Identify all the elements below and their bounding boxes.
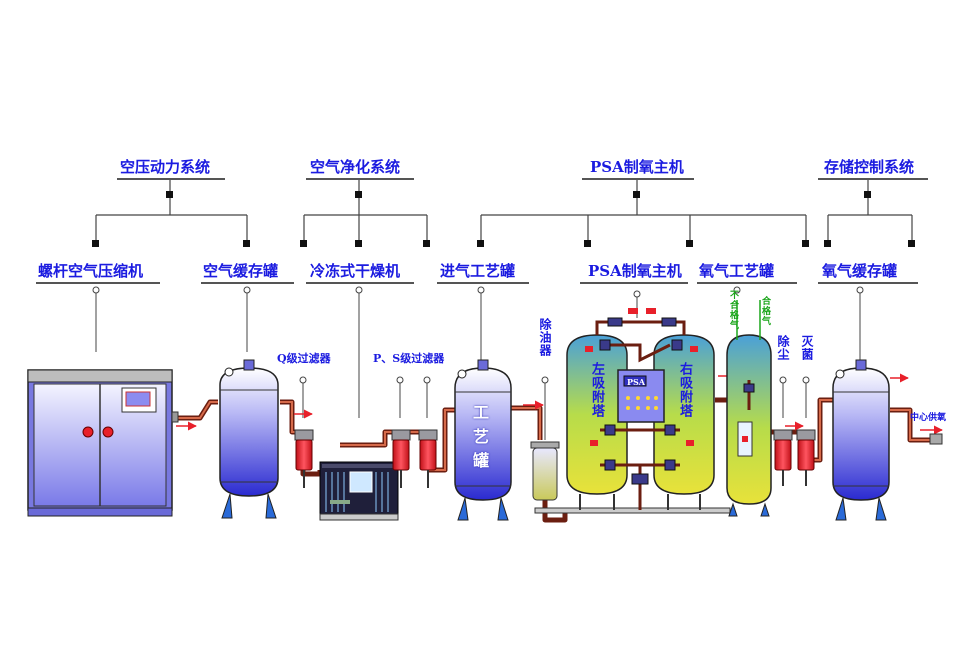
category-storage-control: 存储控制系统 (824, 158, 915, 176)
category-underline (306, 178, 414, 180)
label-oxygen-process-tank: 氧气工艺罐 (699, 262, 775, 280)
label-qualified-gas: 合格气 (760, 296, 770, 326)
air-buffer-tank (219, 359, 279, 519)
category-psa-host: PSA制氧主机 (590, 158, 684, 176)
label-oil-remover: 除油器 (538, 318, 552, 357)
oxygen-buffer-tank (832, 359, 943, 521)
label-screw-compressor: 螺杆空气压缩机 (38, 262, 144, 280)
label-unqualified-gas: 不合格气 (728, 290, 738, 330)
label-refrigerated-dryer: 冷冻式干燥机 (310, 262, 401, 280)
label-psa-host: PSA制氧主机 (588, 262, 682, 280)
q-filter (294, 429, 314, 488)
refrigerated-dryer (319, 461, 399, 521)
label-process-tank: 工艺罐 (470, 404, 489, 476)
equipment-underline (697, 282, 797, 284)
label-inlet-process-tank: 进气工艺罐 (440, 262, 516, 280)
label-left-tower: 左吸附塔 (589, 362, 604, 418)
label-right-tower: 右吸附塔 (677, 362, 692, 418)
category-purification-system: 空气净化系统 (310, 158, 401, 176)
label-ps-filter: P、S级过滤器 (373, 352, 445, 365)
label-sterilize: 灭菌 (800, 335, 814, 361)
label-q-filter: Q级过滤器 (277, 352, 331, 365)
category-underline (818, 178, 928, 180)
pointer-circles (92, 286, 864, 384)
controller-display: PSA (627, 377, 645, 387)
pointer-lines (95, 293, 861, 440)
oil-remover (530, 441, 560, 501)
equipment-underline (818, 282, 918, 284)
category-power-system: 空压动力系统 (120, 158, 211, 176)
label-oxygen-buffer-tank: 氧气缓存罐 (822, 262, 898, 280)
inlet-process-tank (454, 359, 512, 521)
tree-connectors (95, 180, 913, 243)
equipment-underline (201, 282, 294, 284)
tree-nodes (92, 191, 915, 247)
equipment-underline (36, 282, 160, 284)
category-underline (582, 178, 694, 180)
equipment-underline (306, 282, 414, 284)
label-air-buffer-tank: 空气缓存罐 (203, 262, 279, 280)
psa-oxygen-generator (534, 308, 731, 514)
p-s-filters (391, 429, 438, 488)
equipment-underline (437, 282, 529, 284)
screw-compressor (27, 369, 179, 517)
label-dust-removal: 除尘 (776, 335, 790, 361)
label-central-supply: 中心供氧 (910, 413, 947, 423)
dust-sterilize-filters (773, 429, 816, 486)
equipment-underline (580, 282, 688, 284)
oxygen-process-tank (726, 300, 772, 517)
category-underline (117, 178, 225, 180)
